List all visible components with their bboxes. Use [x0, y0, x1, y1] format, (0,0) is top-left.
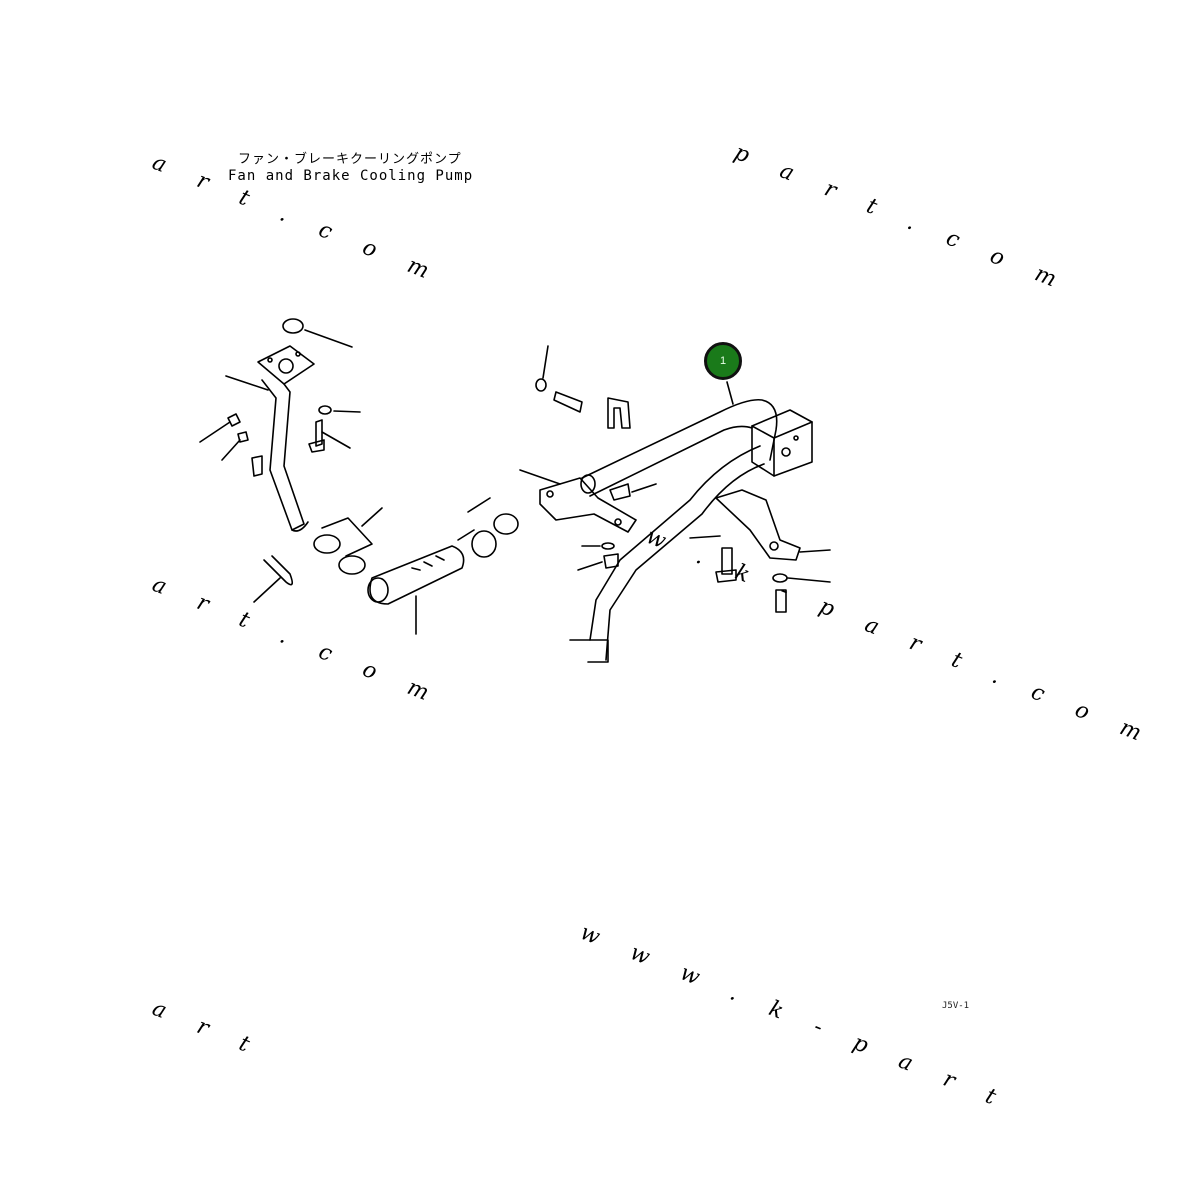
bolt-group-top: [535, 345, 631, 429]
o-ring-part: [282, 318, 353, 348]
return-pipe: [569, 445, 765, 663]
hose-clamps: [313, 507, 383, 575]
document-number: J5V-1: [942, 1001, 970, 1011]
u-bolt-left: [253, 555, 294, 603]
clip-part: [609, 483, 657, 501]
pump-block: [751, 409, 813, 477]
bracket-mid: [519, 469, 637, 533]
bolt-group-left: [199, 405, 361, 477]
discharge-pipe: [580, 381, 778, 497]
hose-clamps-mid: [457, 497, 519, 558]
title-english: Fan and Brake Cooling Pump: [228, 168, 474, 184]
callout-1[interactable]: 1: [704, 342, 742, 380]
rubber-hose: [367, 545, 465, 635]
bolt-group-right: [577, 535, 831, 613]
suction-pipe-left: [225, 345, 315, 532]
bracket-right: [715, 489, 831, 561]
title-japanese: ファン・ブレーキクーリングポンプ: [238, 152, 462, 167]
